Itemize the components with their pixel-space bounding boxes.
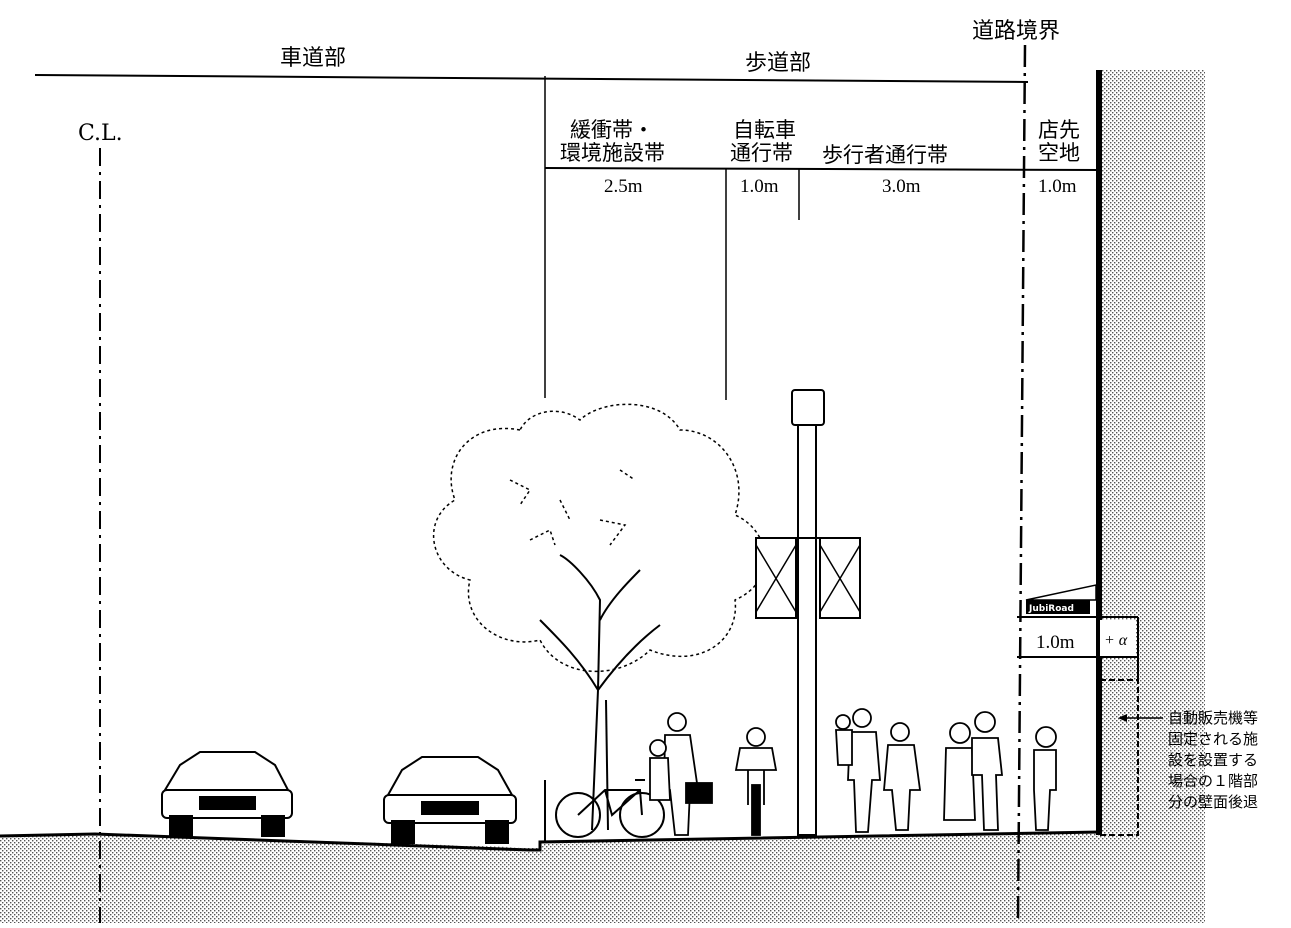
buffer-zone-label-2: 環境施設帯	[560, 141, 665, 165]
note-line-3: 設を設置する	[1168, 751, 1258, 769]
building-wall	[1096, 70, 1139, 836]
setback-box	[1017, 616, 1139, 680]
car-left	[161, 751, 293, 837]
buffer-zone-width: 2.5m	[604, 176, 643, 197]
centerline-label: C.L.	[78, 121, 123, 146]
shop-sign-text: JubiRoad	[1028, 604, 1074, 614]
pedestrians	[649, 708, 1057, 836]
sidewalk-label: 歩道部	[745, 51, 811, 76]
note-arrow	[1118, 714, 1163, 722]
shopfront-space-width: 1.0m	[1038, 176, 1077, 197]
car-right	[383, 756, 517, 844]
zone-dimension-line	[544, 167, 1101, 171]
lamp-post	[755, 389, 861, 836]
section-top-line	[34, 74, 1029, 83]
street-tree	[432, 403, 766, 831]
pedestrian-lane-label: 歩行者通行帯	[822, 143, 948, 167]
note-line-5: 分の壁面後退	[1168, 793, 1258, 811]
shopfront-space-label-2: 空地	[1038, 141, 1080, 165]
pedestrian-lane-width: 3.0m	[882, 176, 921, 197]
buffer-zone-label-1: 緩衝帯・	[570, 118, 654, 142]
roadway-label: 車道部	[280, 46, 346, 71]
vending-setback-note: 自動販売機等 固定される施 設を設置する 場合の１階部 分の壁面後退	[1168, 709, 1258, 811]
bicycle-lane-width: 1.0m	[740, 176, 779, 197]
setback-extra: + α	[1104, 632, 1128, 649]
zone-dividers	[544, 76, 800, 400]
road-boundary-label: 道路境界	[972, 19, 1060, 44]
parked-bicycle	[555, 779, 665, 838]
road-boundary-dash	[1016, 44, 1027, 924]
setback-width: 1.0m	[1036, 632, 1075, 653]
shop-awning	[1025, 584, 1097, 614]
shopfront-space-label-1: 店先	[1038, 118, 1080, 142]
note-line-1: 自動販売機等	[1168, 709, 1258, 727]
bicycle-lane-label-1: 自転車	[733, 118, 796, 142]
bicycle-lane-label-2: 通行帯	[730, 141, 793, 165]
ground-hatch	[0, 70, 1205, 923]
road-surface	[0, 830, 1101, 852]
note-line-2: 固定される施	[1168, 730, 1258, 748]
note-line-4: 場合の１階部	[1168, 772, 1258, 790]
